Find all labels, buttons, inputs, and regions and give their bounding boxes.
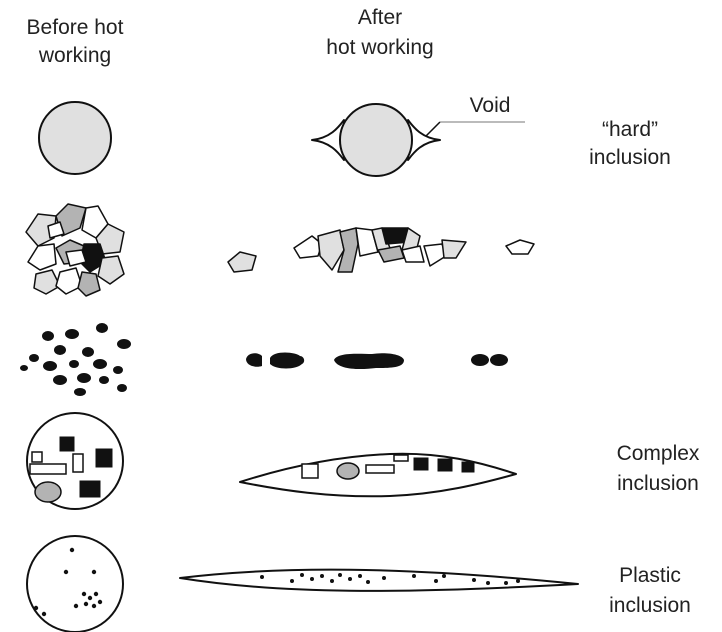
plastic-inclusion-before [27,536,123,632]
fragmented-inclusion-before [26,204,124,296]
hard-inclusion-after-particle [340,104,412,176]
void-leader-line [426,122,440,136]
hard-inclusion-before [39,102,111,174]
hard-inclusion-after [312,104,440,176]
fragmented-inclusion-after [228,228,534,272]
plastic-inclusion-after [180,570,578,591]
particles-after [246,353,508,370]
complex-inclusion-before [27,413,123,509]
particles-before [20,323,131,396]
complex-inclusion-after [240,454,516,497]
